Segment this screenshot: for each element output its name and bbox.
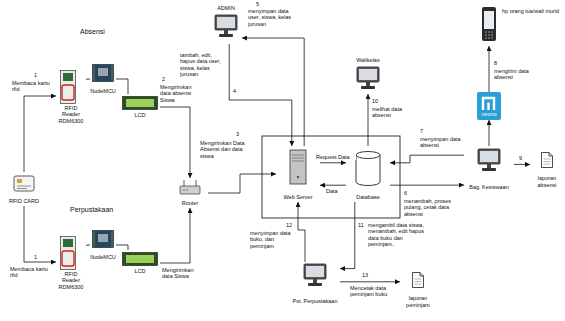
connector [320, 162, 346, 163]
connector [160, 208, 190, 263]
node-label: ADMIN [217, 5, 235, 11]
node-label: Pst. Perpustakaan [293, 298, 338, 304]
connector [340, 202, 355, 269]
edge-label: melihat data absensi [372, 106, 416, 119]
edge-label: tambah, edit, hapus data user, siswa, ke… [180, 52, 226, 77]
connector [116, 245, 128, 250]
callout-number: 10 [372, 98, 378, 104]
edge-label: Membaca kartu rfid [12, 80, 52, 93]
lcd-display: LCD [120, 250, 160, 276]
edge-label: Membaca kartu rfid [10, 266, 54, 279]
router: Router [172, 178, 208, 208]
connector [160, 107, 190, 178]
edge-label: menambah, proses pulang, cetak data abse… [404, 198, 462, 217]
callout-number: 8 [494, 60, 497, 66]
callout-number: 4 [233, 88, 236, 94]
walikelas-computer: Walikelas [348, 56, 388, 94]
connector [208, 174, 276, 193]
connector [340, 281, 400, 282]
edge-label: Data [326, 188, 346, 194]
edge-label: Mengirimkan data absensi Siswa [160, 84, 200, 103]
phone: hp orang tua/wali murid [478, 4, 562, 46]
edge-label: menyimpan data absensi [420, 136, 464, 149]
connector [229, 44, 292, 146]
node-label: Bag. Kesiswaan [469, 184, 508, 190]
node-label: RFID Reader RDM6300 [56, 271, 86, 290]
node-label: Router [182, 200, 199, 206]
edge-label: mengirim data absensi [494, 68, 538, 81]
nodemcu-board: NodeMCU [90, 228, 116, 262]
node-label: LCD [134, 112, 145, 118]
rfid-card: RFID CARD [2, 172, 46, 206]
connector [86, 245, 90, 246]
web-server: Web Server [276, 146, 320, 202]
connector [24, 96, 56, 172]
node-label: NodeMCU [90, 88, 116, 94]
connector [24, 206, 56, 262]
library-computer: Pst. Perpustakaan [290, 262, 340, 306]
node-label: laporan peminjam [400, 295, 436, 308]
rfid-reader: RFID Reader RDM6300 [56, 232, 86, 292]
rfid-reader: RFID Reader RDM6300 [56, 66, 86, 126]
kesiswaan-computer: Bag. Kesiswaan [464, 146, 514, 192]
connector [390, 155, 464, 163]
connector [298, 202, 305, 262]
node-label: Walikelas [356, 57, 379, 63]
connector [489, 46, 490, 92]
edge-label: Request Data [316, 154, 356, 160]
callout-number: 13 [362, 272, 368, 278]
connector [489, 120, 490, 146]
connector [514, 164, 530, 165]
node-label: nexmo [481, 112, 496, 118]
edge-label: menyimpan data buku, dan peminjam [250, 230, 296, 249]
callout-number: 5 [256, 1, 259, 7]
connector [320, 185, 346, 186]
callout-number: 2 [162, 76, 165, 82]
report-document: laporan absensi [530, 150, 564, 190]
group-heading: Perpustakaan [70, 206, 113, 214]
connector [368, 94, 369, 146]
callout-number: 9 [519, 155, 522, 161]
callout-number: 7 [420, 128, 423, 134]
node-label: LCD [134, 268, 145, 274]
node-label: RFID Reader RDM6300 [56, 105, 86, 124]
edge-label: menyimpan data user, siswa, kelas jurusa… [248, 8, 302, 27]
connector [116, 79, 128, 94]
connector [390, 185, 464, 186]
node-label: hp orang tua/wali murid [502, 8, 559, 14]
connector [242, 38, 304, 146]
group-heading: Absensi [80, 28, 105, 36]
connector [86, 79, 90, 80]
callout-number: 6 [404, 190, 407, 196]
edge-label: mengambil data siswa, menambah, edit hap… [368, 222, 426, 247]
edge-label: Mengirimkan Data Absensi dan data siswa [200, 140, 256, 159]
callout-number: 11 [358, 222, 364, 228]
report-document: laporan peminjam [400, 270, 436, 310]
node-label: Database [356, 194, 380, 200]
admin-computer: ADMIN [210, 4, 242, 44]
callout-number: 1 [34, 72, 37, 78]
node-label: NodeMCU [90, 254, 116, 260]
node-label: laporan absensi [530, 175, 564, 188]
sms-gateway: nexmo [477, 92, 501, 120]
node-label: RFID CARD [9, 198, 39, 204]
nodemcu-board: NodeMCU [90, 62, 116, 96]
node-label: Web Server [284, 194, 313, 200]
callout-number: 3 [236, 131, 239, 137]
edge-label: Mengirimkan data Siswa [162, 267, 198, 280]
lcd-display: LCD [120, 94, 160, 120]
edge-label: Mencetak data peminjam buku [350, 285, 396, 298]
callout-number: 12 [286, 222, 292, 228]
callout-number: 1 [34, 254, 37, 260]
